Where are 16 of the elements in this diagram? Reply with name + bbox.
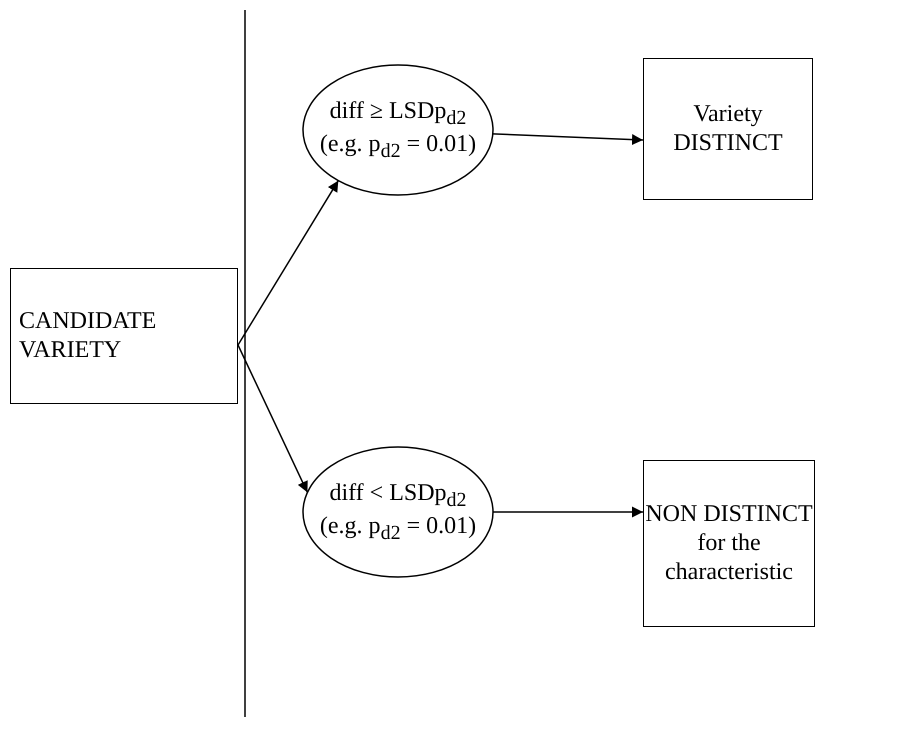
- node-text: diff ≥ LSDp$_{d2}$: [330, 97, 466, 130]
- node-text: Variety DISTINCT: [672, 100, 784, 158]
- condition-ellipse: [303, 65, 493, 195]
- process-box: [10, 268, 238, 404]
- node-text: (e.g. p$_{d2}$ = 0.01): [320, 130, 476, 163]
- condition-ellipse: [303, 447, 493, 577]
- arrow: [237, 180, 339, 346]
- node-text: NON DISTINCT for the characteristic: [644, 500, 814, 587]
- node-text: CANDIDATE VARIETY: [19, 307, 158, 365]
- process-box: [643, 58, 813, 200]
- arrow: [492, 133, 644, 146]
- arrow: [493, 506, 643, 518]
- process-box: [643, 460, 815, 627]
- node-text: (e.g. p$_{d2}$ = 0.01): [320, 512, 476, 545]
- node-text: diff < LSDp$_{d2}$: [329, 479, 467, 512]
- arrow: [237, 344, 308, 493]
